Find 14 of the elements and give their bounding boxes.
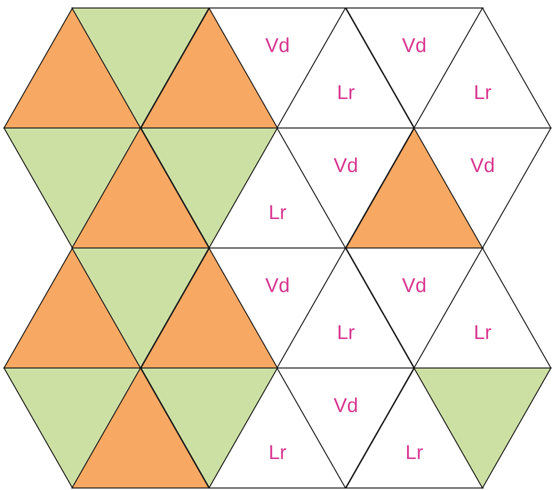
tile-label: Vd xyxy=(334,396,358,416)
tile-label: Lr xyxy=(474,323,492,343)
tile-label: Lr xyxy=(336,83,355,103)
tile-label: Vd xyxy=(402,36,426,56)
tile-label: Lr xyxy=(268,443,286,463)
tile-label: Vd xyxy=(402,276,426,296)
tile-label: Vd xyxy=(265,36,290,56)
tile-label: Lr xyxy=(474,83,492,103)
tile-label: Lr xyxy=(405,443,424,463)
tile-label: Vd xyxy=(470,156,495,176)
tile-label: Vd xyxy=(334,156,358,176)
tile-label: Lr xyxy=(336,323,355,343)
tile-label: Vd xyxy=(265,276,290,296)
tile-label: Lr xyxy=(268,203,286,223)
